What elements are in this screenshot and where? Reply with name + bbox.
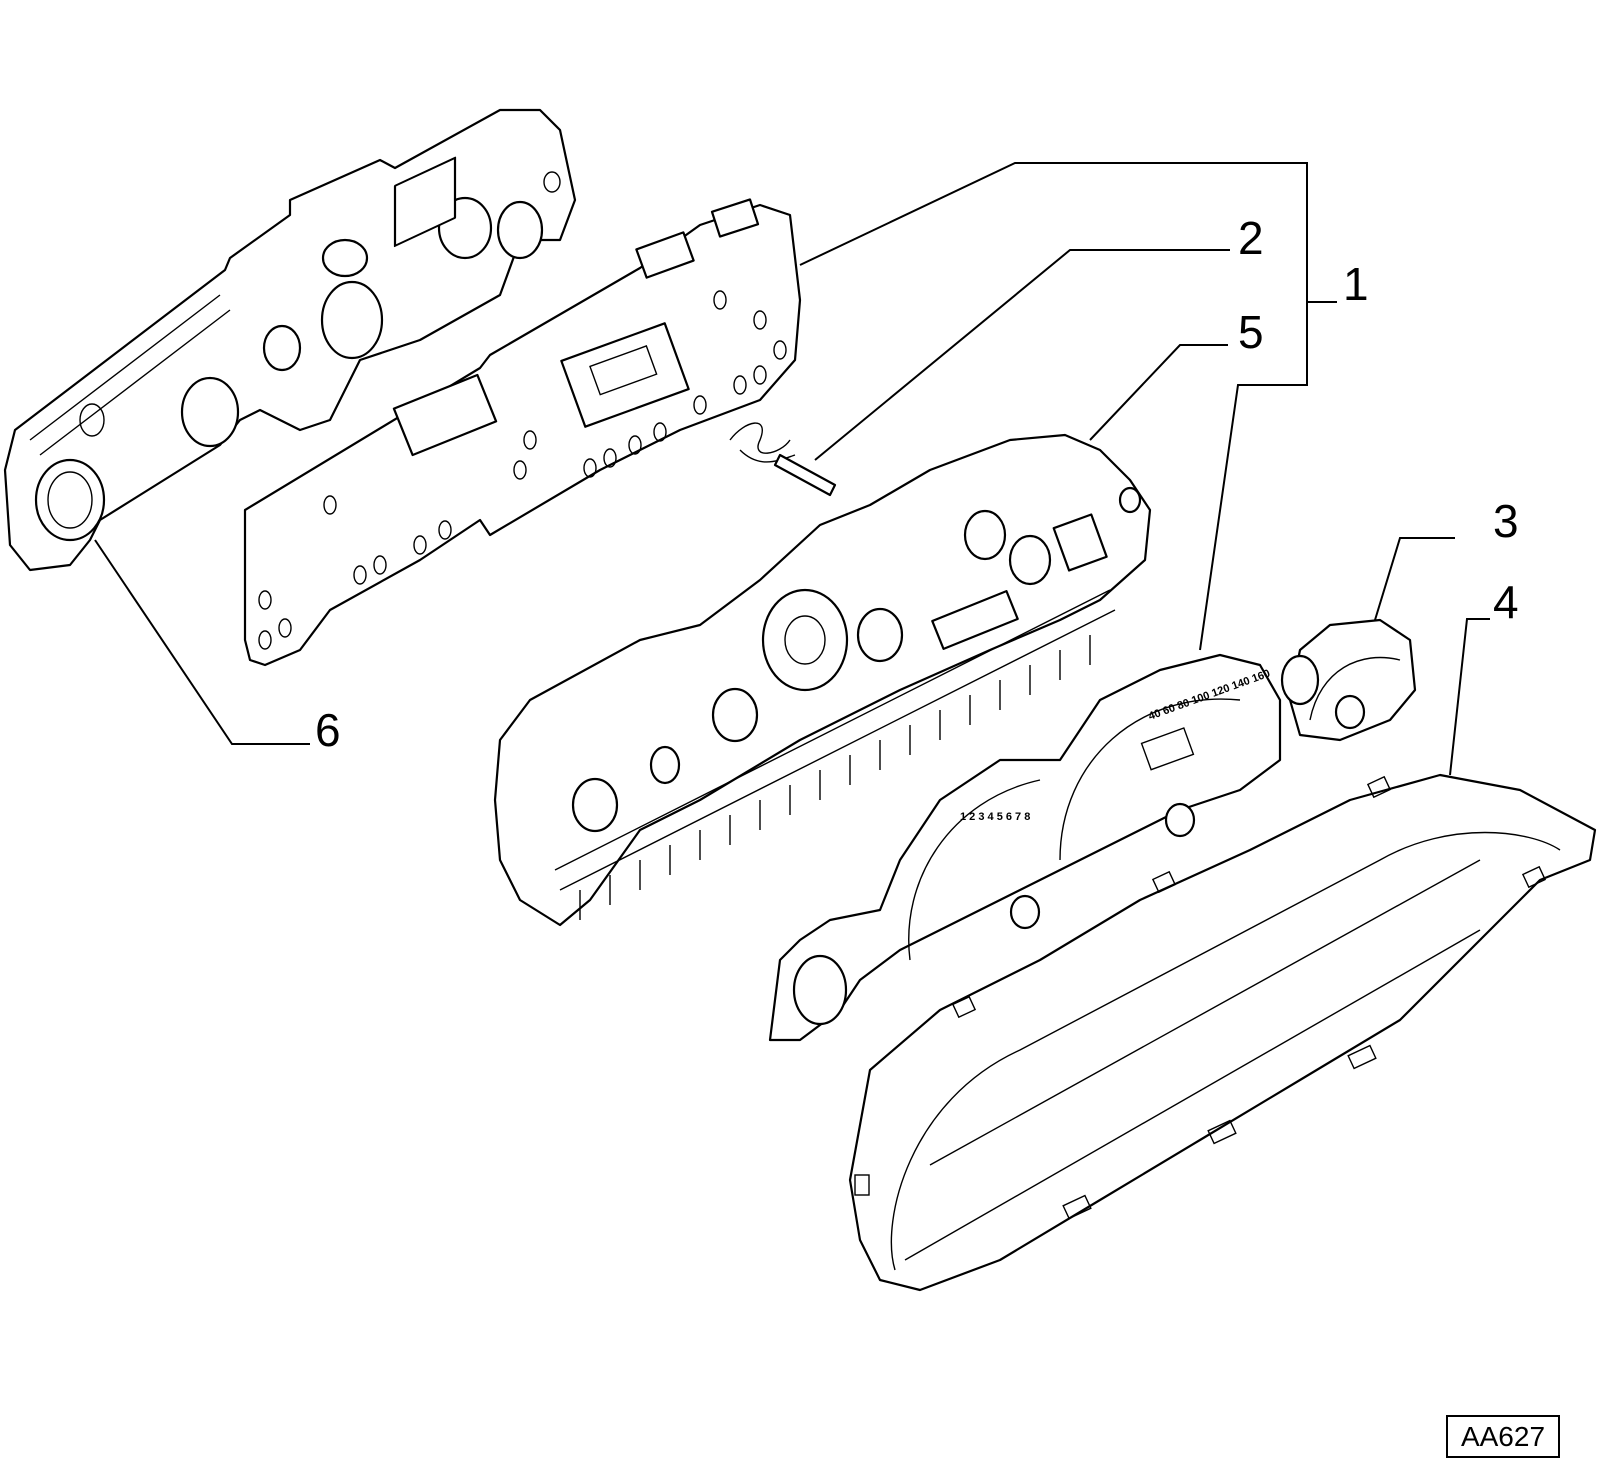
leader-2 [814,249,1230,461]
callout-6: 6 [315,704,341,756]
lens-cover-part-4 [848,773,1597,1292]
rear-frame-part-6 [3,108,577,572]
small-gauge-part-3 [1280,618,1417,742]
svg-text:1 2 3 4 5 6 7 8: 1 2 3 4 5 6 7 8 [960,811,1030,823]
callout-3: 3 [1493,495,1519,547]
callout-2: 2 [1238,212,1264,264]
leader-lines [94,162,1490,776]
leader-1 [799,162,1337,651]
callout-5: 5 [1238,306,1264,358]
leader-4 [1449,618,1490,776]
circuit-board [243,198,802,667]
leader-3 [1374,537,1455,621]
leader-6 [94,539,310,745]
callout-1: 1 [1343,258,1369,310]
leader-5 [1089,344,1228,441]
bulb-holder-part-2 [729,422,837,497]
dial-face: 1 2 3 4 5 6 7 8 40 60 80 100 120 140 160 [768,653,1282,1042]
callout-4: 4 [1493,576,1519,628]
main-housing-part-5 [493,433,1152,927]
drawing-code-label: AA627 [1446,1415,1560,1458]
